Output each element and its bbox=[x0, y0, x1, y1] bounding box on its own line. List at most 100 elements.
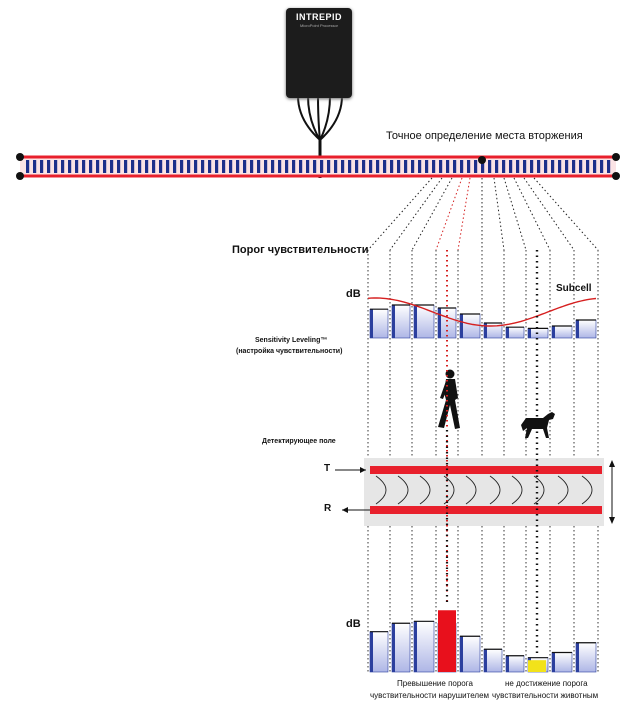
cable-segment bbox=[460, 160, 464, 173]
intruder-bar bbox=[438, 610, 456, 672]
bottom-bar-edge bbox=[370, 631, 373, 672]
cable-segment bbox=[439, 160, 443, 173]
top-bar-edge bbox=[552, 326, 555, 338]
fan-line bbox=[435, 177, 463, 251]
field-height-top bbox=[609, 460, 615, 467]
fan-line bbox=[389, 177, 443, 251]
animal-not-reach-label-1: не достижение порога bbox=[505, 679, 588, 688]
wire-1 bbox=[307, 95, 321, 141]
cable-segment bbox=[474, 160, 478, 173]
top-bar-edge bbox=[506, 327, 509, 338]
processor-device: INTREPID MicroPoint Processor bbox=[286, 8, 352, 98]
cable-segment bbox=[166, 160, 170, 173]
cable-segment bbox=[124, 160, 128, 173]
cable-segment bbox=[47, 160, 51, 173]
t-arrow-head bbox=[360, 467, 366, 473]
cable-segment bbox=[61, 160, 65, 173]
top-bar-edge bbox=[460, 314, 463, 338]
cable-segment bbox=[418, 160, 422, 173]
cable-segment bbox=[117, 160, 121, 173]
top-bar-edge bbox=[438, 308, 441, 338]
cable-segment bbox=[250, 160, 254, 173]
cable-segment bbox=[362, 160, 366, 173]
device-brand: INTREPID bbox=[295, 12, 342, 22]
field-height-bottom bbox=[609, 517, 615, 524]
cable-segment bbox=[285, 160, 289, 173]
cable-segment bbox=[194, 160, 198, 173]
cable-segment bbox=[425, 160, 429, 173]
cable-segment bbox=[82, 160, 86, 173]
cable-segment bbox=[229, 160, 233, 173]
cable-segment bbox=[159, 160, 163, 173]
cable-end-dot bbox=[612, 172, 620, 180]
precise-location-label: Точное определение места вторжения bbox=[386, 130, 583, 142]
cable-segment bbox=[138, 160, 142, 173]
wire-0 bbox=[297, 95, 321, 141]
bottom-bar-edge bbox=[460, 636, 463, 672]
cable-segment bbox=[320, 160, 324, 173]
detection-field-label: Детектирующее поле bbox=[262, 438, 336, 445]
cable-segment bbox=[481, 160, 485, 173]
fan-line bbox=[367, 177, 433, 251]
person-body bbox=[438, 379, 460, 429]
cable-segment bbox=[495, 160, 499, 173]
fan-line bbox=[457, 177, 471, 251]
cable-segment bbox=[257, 160, 261, 173]
device-subtitle: MicroPoint Processor bbox=[299, 23, 338, 28]
wire-4 bbox=[319, 95, 343, 141]
cable-segment bbox=[201, 160, 205, 173]
fan-line bbox=[533, 177, 599, 251]
bottom-bar-edge bbox=[552, 652, 555, 672]
fan-line bbox=[493, 177, 505, 251]
field-arc bbox=[511, 475, 523, 505]
cable-segment bbox=[432, 160, 436, 173]
field-arc bbox=[581, 475, 593, 505]
r-label: R bbox=[324, 503, 332, 514]
r-cable bbox=[370, 506, 602, 514]
field-arc bbox=[397, 475, 409, 505]
bottom-bar-edge bbox=[392, 623, 395, 672]
db-top-label: dB bbox=[346, 288, 361, 300]
cable-segment bbox=[68, 160, 72, 173]
cable-segment bbox=[446, 160, 450, 173]
field-arc bbox=[557, 475, 569, 505]
cable-segment bbox=[299, 160, 303, 173]
field-arc bbox=[465, 475, 477, 505]
cable-segment bbox=[180, 160, 184, 173]
field-arc bbox=[533, 475, 545, 505]
cable-segment bbox=[215, 160, 219, 173]
cable-segment bbox=[348, 160, 352, 173]
db-bottom-label: dB bbox=[346, 618, 361, 630]
t-cable bbox=[370, 466, 602, 474]
cable-segment bbox=[131, 160, 135, 173]
intruder-exceeds-label-1: Превышение порога bbox=[397, 679, 473, 688]
cable-end-dot bbox=[612, 153, 620, 161]
top-bar-edge bbox=[392, 305, 395, 338]
cable-segment bbox=[551, 160, 555, 173]
field-arc bbox=[419, 475, 431, 505]
cable-segment bbox=[607, 160, 611, 173]
top-bar-edge bbox=[370, 309, 373, 338]
cable-segment bbox=[600, 160, 604, 173]
cable-segment bbox=[152, 160, 156, 173]
cable-segment bbox=[376, 160, 380, 173]
cable-segment bbox=[558, 160, 562, 173]
cable-segment bbox=[222, 160, 226, 173]
cable-segment bbox=[271, 160, 275, 173]
cable-segment bbox=[411, 160, 415, 173]
bottom-bar-edge bbox=[414, 621, 417, 672]
cable-segment bbox=[208, 160, 212, 173]
cable-segment bbox=[488, 160, 492, 173]
dog-silhouette bbox=[521, 412, 555, 438]
cable-segment bbox=[341, 160, 345, 173]
fan-line bbox=[411, 177, 453, 251]
cable-segment bbox=[264, 160, 268, 173]
cable-segment bbox=[26, 160, 30, 173]
cable-segment bbox=[96, 160, 100, 173]
cable-segment bbox=[292, 160, 296, 173]
cable-segment bbox=[390, 160, 394, 173]
field-arc bbox=[375, 475, 387, 505]
sensitivity-leveling-ru-label: (настройка чувствительности) bbox=[236, 348, 343, 355]
cable-segment bbox=[544, 160, 548, 173]
bottom-bar-edge bbox=[484, 649, 487, 672]
